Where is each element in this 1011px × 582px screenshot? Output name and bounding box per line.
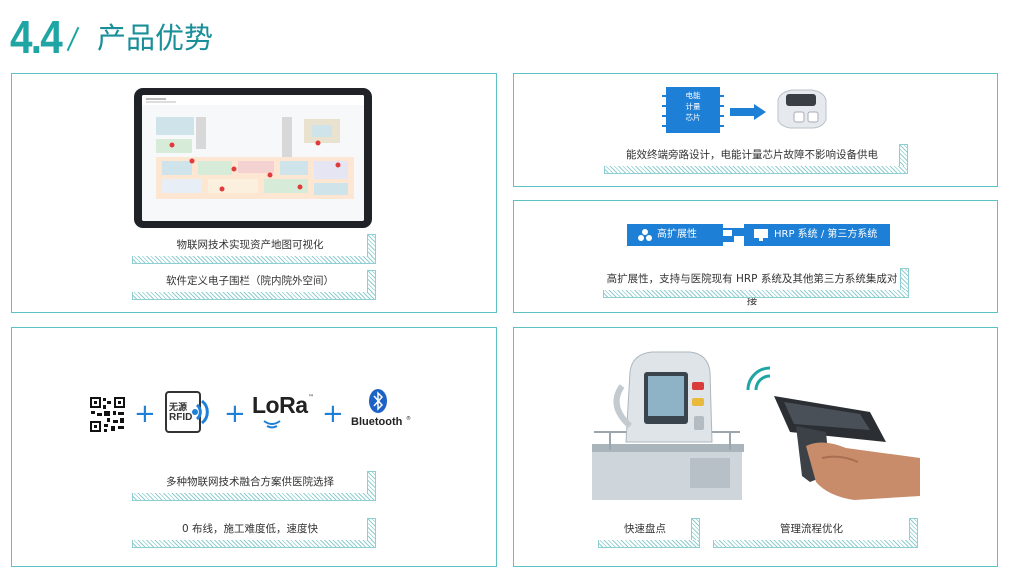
page-title: 产品优势: [97, 21, 214, 55]
caption-asset-map: 物联网技术实现资产地图可视化: [132, 234, 376, 264]
cluster-icon: [638, 229, 652, 241]
caption-zero-wiring: 0 布线，施工难度低，速度快: [132, 518, 376, 548]
bluetooth-text: Bluetooth: [351, 416, 403, 428]
lora-wave-icon: [263, 420, 281, 429]
lora-logo: LoRa ™: [252, 392, 318, 432]
section-number: 4.4: [10, 11, 63, 63]
monitor-icon: [754, 229, 768, 241]
title-slash: [66, 26, 80, 52]
bluetooth-icon: [369, 389, 387, 413]
plus-sign-3: +: [322, 399, 344, 429]
caption-iot-fusion: 多种物联网技术融合方案供医院选择: [132, 471, 376, 501]
metering-chip-icon: 电能 计量 芯片: [662, 87, 724, 133]
caption-geofence: 软件定义电子围栏（院内院外空间）: [132, 270, 376, 300]
plus-sign-2: +: [224, 399, 246, 429]
arrow-right-icon: [730, 104, 766, 120]
lora-text: LoRa: [252, 392, 308, 418]
lora-trademark: ™: [308, 394, 314, 401]
caption-process-optimization: 管理流程优化: [713, 518, 918, 548]
hrp-system-badge: HRP 系统 / 第三方系统: [744, 224, 890, 246]
rfid-top-text: 无源: [169, 403, 188, 413]
connector-icon: [722, 228, 744, 242]
caption-quick-inventory: 快速盘点: [598, 518, 700, 548]
rfid-bottom-text: RFID: [169, 412, 193, 423]
floor-map-screenshot: [142, 95, 364, 221]
energy-terminal-device-icon: [777, 89, 827, 129]
plus-sign-1: +: [134, 399, 156, 429]
bluetooth-logo: Bluetooth ®: [348, 389, 412, 433]
bluetooth-trademark: ®: [406, 416, 411, 422]
high-extensibility-badge: 高扩展性: [627, 224, 723, 246]
tablet-device: [134, 88, 372, 228]
medical-device-scanning-photo: [590, 346, 920, 500]
passive-rfid-logo: 无源 RFID: [165, 391, 213, 433]
caption-bypass-design: 能效终端旁路设计，电能计量芯片故障不影响设备供电: [604, 144, 908, 174]
caption-extensibility: 高扩展性，支持与医院现有 HRP 系统及其他第三方系统集成对接: [603, 268, 909, 307]
qr-code-icon: [89, 396, 126, 433]
